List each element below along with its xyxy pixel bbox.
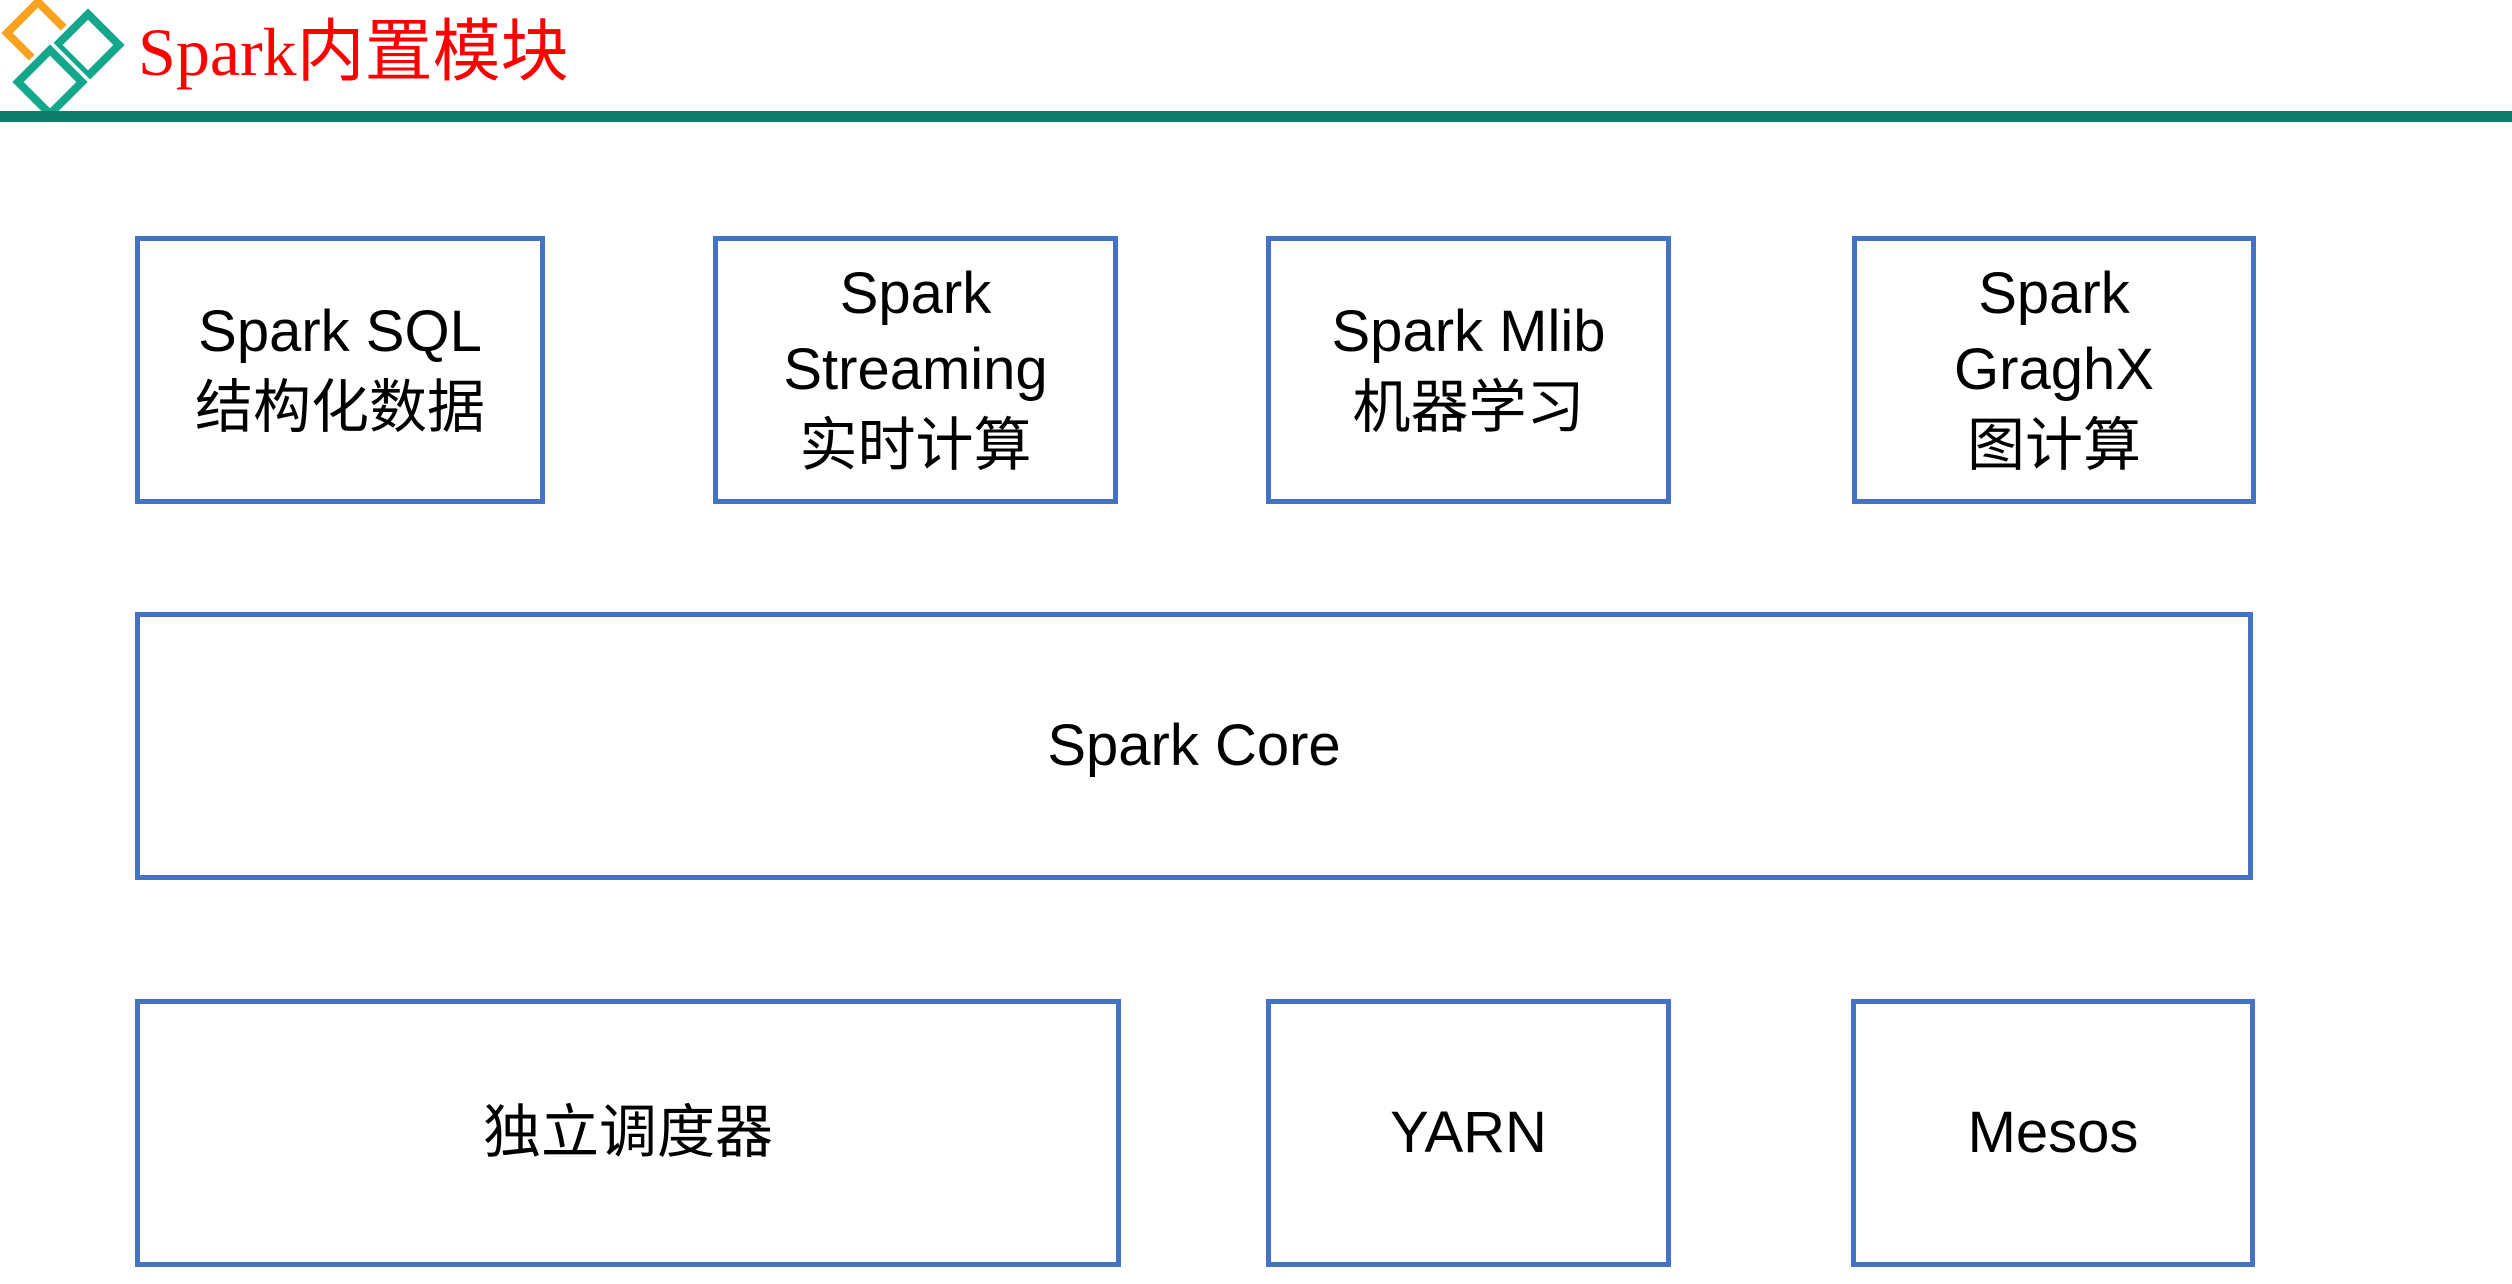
module-label: 独立调度器 xyxy=(482,1100,773,1165)
module-box-standalone-scheduler: 独立调度器 xyxy=(135,999,1121,1267)
module-label: YARN xyxy=(1390,1100,1547,1165)
module-label: Spark SQL xyxy=(198,299,482,364)
page-title: Spark内置模块 xyxy=(138,14,569,90)
module-box-mesos: Mesos xyxy=(1851,999,2255,1267)
module-label: 机器学习 xyxy=(1352,375,1585,440)
module-box-yarn: YARN xyxy=(1266,999,1671,1267)
module-label: 结构化数据 xyxy=(194,375,485,440)
module-label: 实时计算 xyxy=(799,413,1032,478)
module-box-spark-sql: Spark SQL 结构化数据 xyxy=(135,236,545,504)
module-label: Streaming xyxy=(783,337,1048,402)
module-box-spark-core: Spark Core xyxy=(135,612,2253,880)
module-label: Spark xyxy=(1978,261,2130,326)
module-label: GraghX xyxy=(1954,337,2154,402)
module-label: Spark Core xyxy=(1047,713,1341,778)
header-divider xyxy=(0,111,2512,122)
module-box-spark-streaming: Spark Streaming 实时计算 xyxy=(713,236,1118,504)
module-label: 图计算 xyxy=(1966,413,2141,478)
module-label: Spark xyxy=(839,261,992,326)
three-diamonds-logo-icon xyxy=(1,0,130,120)
module-label: Spark Mlib xyxy=(1331,299,1606,364)
module-box-spark-mlib: Spark Mlib 机器学习 xyxy=(1266,236,1671,504)
module-label: Mesos xyxy=(1967,1100,2139,1165)
module-box-spark-graghx: Spark GraghX 图计算 xyxy=(1852,236,2256,504)
